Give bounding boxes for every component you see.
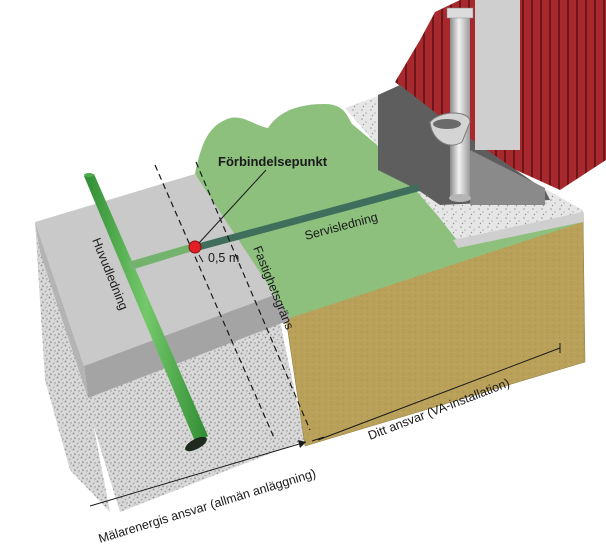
downpipe [450,10,470,200]
connection-point-label: Förbindelsepunkt [218,154,328,169]
pavement-top [35,174,282,366]
connection-point-leader [198,169,267,244]
house-gravel-front [453,212,583,248]
service-line [196,184,420,251]
gravel-front-face [35,222,110,512]
main-line-pipe [84,174,208,444]
distance-marker [198,254,204,263]
connection-point-marker [188,240,202,254]
branch-pipe [128,243,196,270]
house-corner [475,0,520,150]
main-line-pipe-end [185,436,207,452]
house-foundation-front [470,150,545,205]
distance-label: 0,5 m [208,251,239,265]
boundary-line-street [154,164,276,441]
pavement-edge [84,292,290,398]
pavement-side [35,222,88,398]
lawn [195,104,583,318]
boundary-line-property [195,161,311,431]
